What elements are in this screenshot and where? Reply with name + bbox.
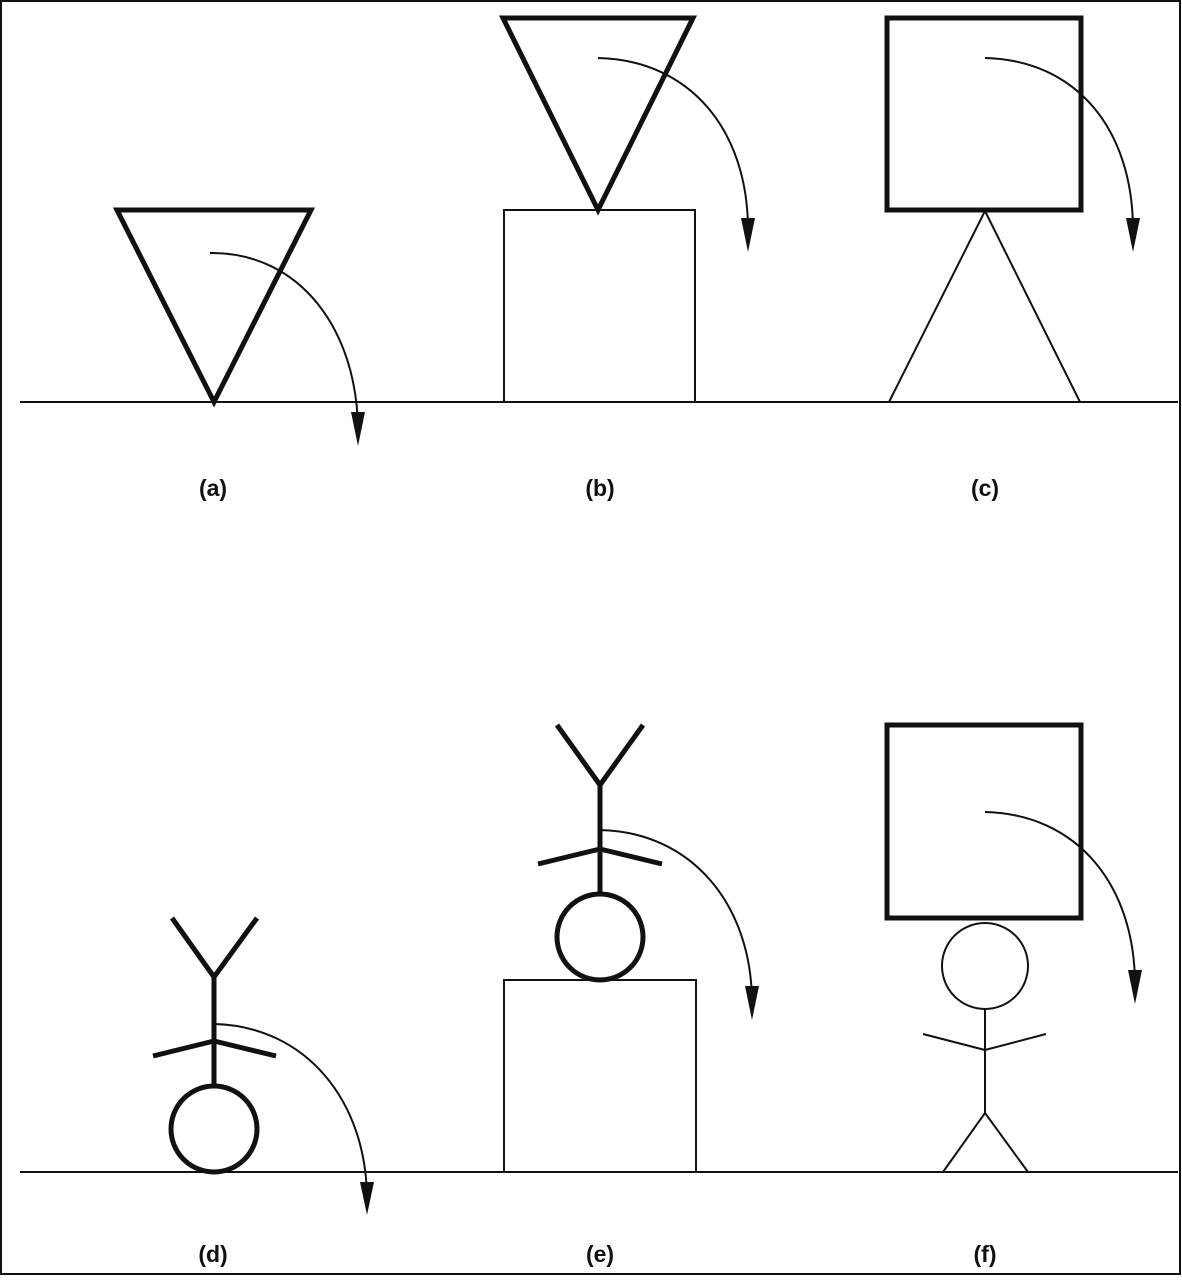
arrowhead-icon (741, 218, 755, 252)
stick-figure-icon (922, 922, 1047, 1173)
square-icon (884, 15, 1084, 213)
box-icon (503, 979, 697, 1173)
panel-d-drawing (152, 916, 374, 1215)
rotation-arrow-icon (597, 57, 749, 231)
rotation-arrow-icon (209, 251, 359, 433)
box-icon (503, 209, 696, 403)
panel-a-drawing (112, 207, 365, 446)
arrowhead-icon (1126, 218, 1140, 252)
rotation-arrow-icon (213, 1023, 368, 1201)
arrowhead-icon (360, 1182, 374, 1215)
rotation-arrow-icon (984, 57, 1134, 231)
rotation-arrow-icon (599, 829, 753, 1004)
a-frame-right-leg (984, 210, 1081, 403)
inverted-stick-figure-icon (152, 916, 277, 1175)
arrowhead-icon (1128, 970, 1142, 1004)
panel-label-a: (a) (198, 475, 228, 501)
panel-label-e: (e) (585, 1241, 615, 1267)
panel-label-b: (b) (585, 475, 615, 501)
panel-e-drawing (503, 723, 759, 1173)
panel-label-f: (f) (973, 1241, 997, 1267)
inverted-triangle-icon (498, 15, 698, 216)
panel-c-drawing (884, 15, 1140, 403)
panel-label-c: (c) (970, 475, 1000, 501)
inverted-stick-figure-icon (537, 723, 663, 983)
panel-label-d: (d) (198, 1241, 228, 1267)
panel-b-drawing (498, 15, 755, 403)
arrowhead-icon (745, 986, 759, 1020)
square-icon (884, 722, 1084, 921)
arrowhead-icon (351, 412, 365, 446)
rotation-arrow-icon (984, 811, 1136, 986)
inverted-triangle-icon (112, 207, 316, 408)
panel-f-drawing (884, 722, 1142, 1173)
a-frame-left-leg (888, 210, 986, 403)
